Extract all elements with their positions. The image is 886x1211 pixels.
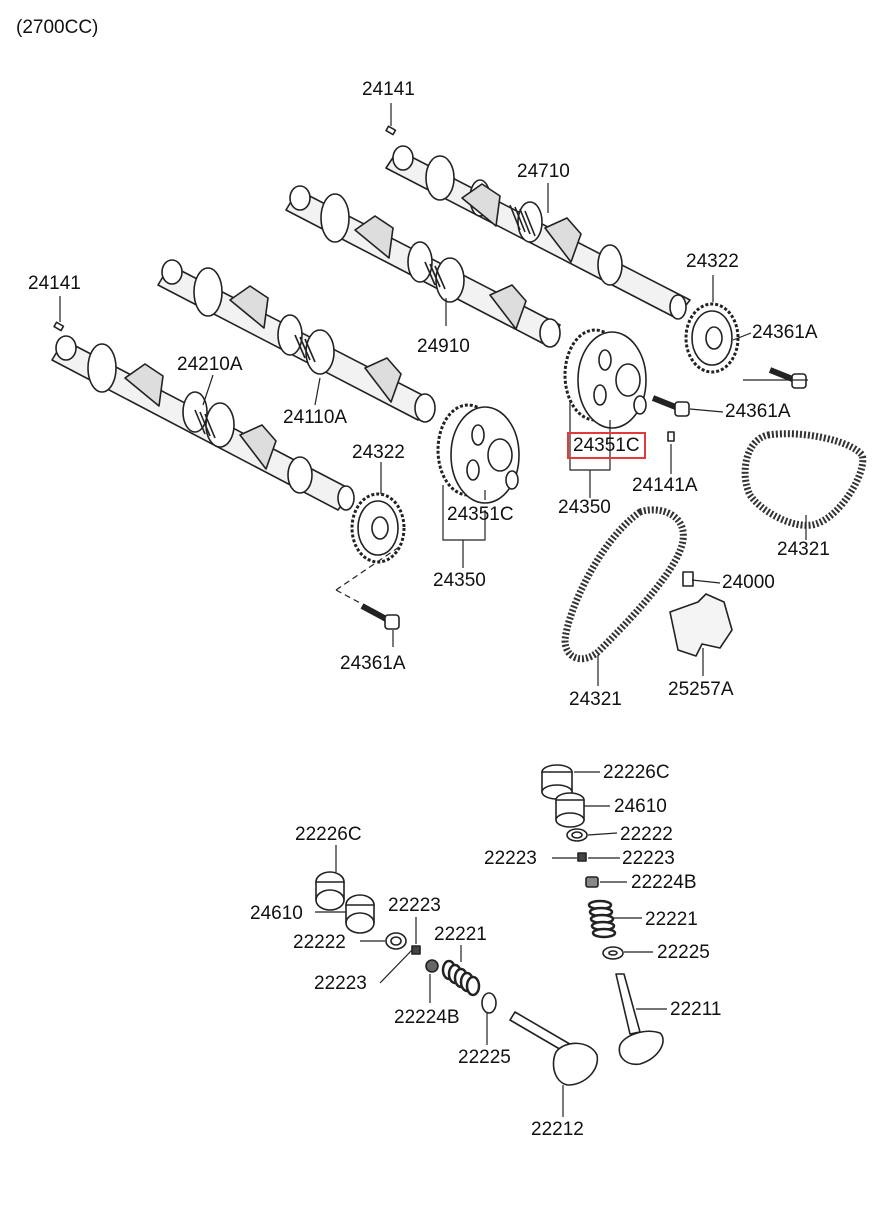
part-label-24361A[interactable]: 24361A	[340, 653, 406, 674]
part-label-22223[interactable]: 22223	[314, 973, 367, 994]
part-label-24141A[interactable]: 24141A	[632, 475, 698, 496]
part-label-24910[interactable]: 24910	[417, 336, 470, 357]
chain-guide-25257A	[669, 593, 733, 657]
part-label-22222[interactable]: 22222	[620, 824, 673, 845]
sprocket-24322-right	[684, 302, 740, 374]
part-label-22225[interactable]: 22225	[458, 1047, 511, 1068]
part-label-24361A[interactable]: 24361A	[725, 401, 791, 422]
part-label-24361A[interactable]: 24361A	[752, 322, 818, 343]
part-label-24141[interactable]: 24141	[362, 79, 415, 100]
valve-train-left	[315, 871, 599, 1086]
pin-24141-left	[53, 321, 65, 332]
pin-24141-top	[385, 125, 397, 136]
part-label-24321[interactable]: 24321	[569, 689, 622, 710]
cvvt-24350-left	[436, 403, 520, 504]
part-label-24322[interactable]: 24322	[686, 251, 739, 272]
part-label-22223[interactable]: 22223	[622, 848, 675, 869]
timing-chain-24321-right	[741, 430, 867, 529]
part-label-22223[interactable]: 22223	[388, 895, 441, 916]
bolt-24361A-left	[360, 603, 400, 630]
part-label-22226C[interactable]: 22226C	[295, 824, 362, 845]
part-label-22224B[interactable]: 22224B	[631, 872, 697, 893]
part-label-24350[interactable]: 24350	[433, 570, 486, 591]
bolt-24361A-right-top	[768, 367, 807, 389]
part-label-24000[interactable]: 24000	[722, 572, 775, 593]
bolt-24361A-right-mid	[651, 395, 690, 417]
part-label-25257A[interactable]: 25257A	[668, 679, 734, 700]
part-label-24321[interactable]: 24321	[777, 539, 830, 560]
leader-lines	[59, 103, 808, 686]
part-label-24351C-highlighted[interactable]: 24351C	[567, 432, 646, 459]
part-label-22211[interactable]: 22211	[670, 999, 722, 1020]
engine-label: (2700CC)	[16, 17, 99, 38]
camshaft-24210A	[51, 335, 355, 511]
part-label-22225[interactable]: 22225	[657, 942, 710, 963]
chain-tensioner-24000	[682, 571, 694, 587]
part-label-24350[interactable]: 24350	[558, 497, 611, 518]
camshaft-24110A	[157, 259, 436, 423]
part-label-22223[interactable]: 22223	[484, 848, 537, 869]
part-label-22222[interactable]: 22222	[293, 932, 346, 953]
valve-leader-lines	[315, 771, 667, 1117]
part-label-24610[interactable]: 24610	[250, 903, 303, 924]
camshaft-24910	[285, 185, 561, 348]
part-label-24141[interactable]: 24141	[28, 273, 81, 294]
part-label-22221[interactable]: 22221	[645, 909, 698, 930]
valve-train-right	[541, 764, 664, 1066]
timing-chain-24321-center	[561, 506, 687, 663]
part-label-22221[interactable]: 22221	[434, 924, 487, 945]
cvvt-24350-right	[563, 328, 647, 429]
part-label-24351C[interactable]: 24351C	[447, 504, 514, 525]
sprocket-24322-left	[350, 492, 406, 564]
part-label-24710[interactable]: 24710	[517, 161, 570, 182]
part-label-24110A[interactable]: 24110A	[283, 407, 348, 428]
part-label-22212[interactable]: 22212	[531, 1119, 584, 1140]
part-label-24322[interactable]: 24322	[352, 442, 405, 463]
part-label-24610[interactable]: 24610	[614, 796, 667, 817]
part-label-24210A[interactable]: 24210A	[177, 354, 243, 375]
pin-24141A	[667, 431, 675, 442]
part-label-22226C[interactable]: 22226C	[603, 762, 670, 783]
camshaft-24710	[385, 145, 691, 320]
part-label-22224B[interactable]: 22224B	[394, 1007, 460, 1028]
